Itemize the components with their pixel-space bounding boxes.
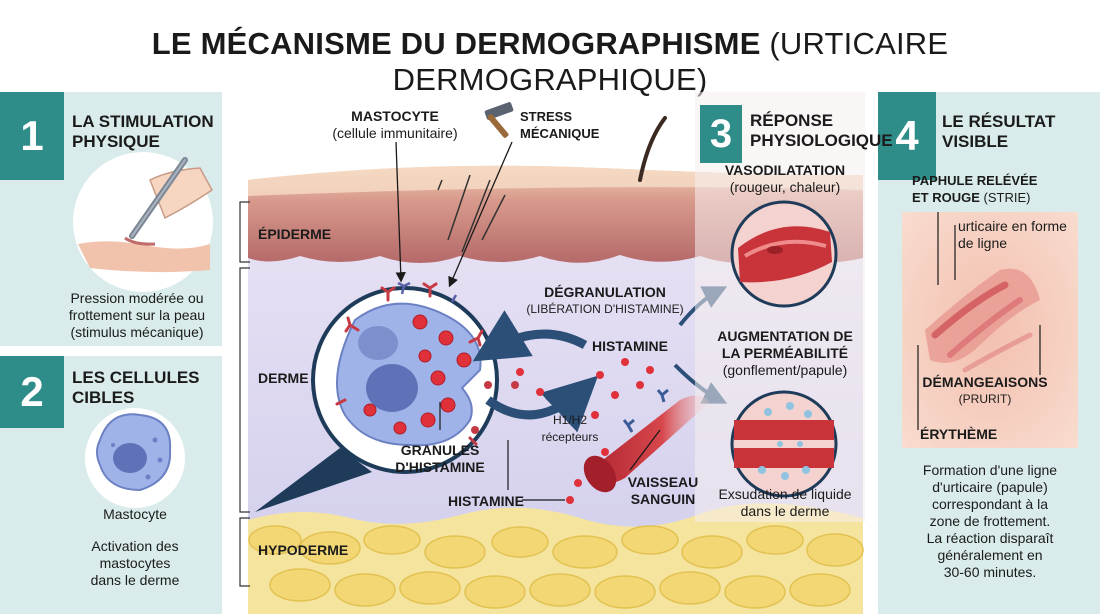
linear-urticaria-label: urticaire en forme de ligne xyxy=(958,218,1067,252)
mastocyte-label: MASTOCYTE (cellule immunitaire) xyxy=(320,108,470,142)
permeability-circle xyxy=(730,390,838,498)
receptors-line2: récepteurs xyxy=(541,430,599,444)
receptors-line1: H1/H2 xyxy=(552,413,587,427)
step3-title-line2: PHYSIOLOGIQUE xyxy=(750,131,893,150)
permeability-line1: AUGMENTATION DE xyxy=(717,328,853,344)
step2-desc-line1: Activation des xyxy=(91,538,179,554)
urticaria-line2: de ligne xyxy=(958,235,1008,251)
step1-desc-line3: (stimulus mécanique) xyxy=(70,324,204,340)
layer-label-dermis: DERME xyxy=(258,370,309,386)
layer-brackets xyxy=(239,201,250,587)
vasodilation-sub: (rougeur, chaleur) xyxy=(729,179,841,195)
blood-vessel-label: VAISSEAU SANGUIN xyxy=(618,474,708,508)
step3-title: RÉPONSE PHYSIOLOGIQUE xyxy=(750,111,893,151)
title-main: LE MÉCANISME DU DERMOGRAPHISME xyxy=(151,26,761,61)
step1-desc-line2: frottement sur la peau xyxy=(68,307,206,323)
mastocyte-zoom xyxy=(255,281,519,512)
step1-title: LA STIMULATION PHYSIQUE xyxy=(72,112,214,152)
step3-title-line1: RÉPONSE xyxy=(750,111,834,130)
erythema-label: ÉRYTHÈME xyxy=(920,426,998,442)
layer-label-hypodermis: HYPODERME xyxy=(258,542,349,558)
step4-desc-line3: correspondant à la xyxy=(932,496,1048,512)
granules-line1: GRANULES xyxy=(400,442,480,458)
papule-label: PAPHULE RELÉVÉE ET ROUGE (STRIE) xyxy=(912,172,1037,206)
vasodilation-circle xyxy=(730,200,838,308)
skin-result-illustration xyxy=(902,212,1078,448)
stress-label-line2: MÉCANIQUE xyxy=(520,126,600,141)
urticaria-line1: urticaire en forme xyxy=(958,218,1067,234)
granules-line2: D'HISTAMINE xyxy=(395,459,485,475)
step4-description: Formation d'une ligne d'urticaire (papul… xyxy=(900,462,1080,581)
step2-title-line1: LES CELLULES xyxy=(72,368,200,387)
step2-title-line2: CIBLES xyxy=(72,388,135,407)
permeability-sub: (gonflement/papule) xyxy=(722,362,848,378)
mastocyte-label-sub: (cellule immunitaire) xyxy=(332,125,458,141)
mastocyte-cell-label: Mastocyte xyxy=(103,506,167,522)
step4-title: LE RÉSULTAT VISIBLE xyxy=(942,112,1055,152)
exudation-label: Exsudation de liquide dans le derme xyxy=(700,486,870,520)
step4-number: 4 xyxy=(878,92,936,180)
vessel-line2: SANGUIN xyxy=(630,491,696,507)
exudation-line2: dans le derme xyxy=(740,503,830,519)
step3-number-bg xyxy=(700,105,742,163)
step2-description: Activation des mastocytes dans le derme xyxy=(55,538,215,589)
receptors-label: H1/H2 récepteurs xyxy=(540,412,600,446)
mastocyte-cell-icon xyxy=(85,408,185,508)
step4-title-line1: LE RÉSULTAT xyxy=(942,112,1056,131)
papule-line1: PAPHULE RELÉVÉE xyxy=(912,173,1038,188)
hammer-icon xyxy=(484,102,514,138)
vessel-line1: VAISSEAU xyxy=(627,474,699,490)
permeability-label: AUGMENTATION DE LA PERMÉABILITÉ (gonflem… xyxy=(700,328,870,379)
stress-label-line1: STRESS xyxy=(520,109,573,124)
itching-sub: (PRURIT) xyxy=(958,392,1012,406)
step2-title: LES CELLULES CIBLES xyxy=(72,368,200,408)
layer-label-epidermis: ÉPIDERME xyxy=(258,226,332,242)
papule-paren: (STRIE) xyxy=(983,190,1031,205)
step4-desc-line6: généralement en xyxy=(937,547,1043,563)
finger-stylus-illustration xyxy=(73,152,213,292)
step4-desc-line5: La réaction disparaît xyxy=(926,530,1054,546)
step2-desc-line3: dans le derme xyxy=(90,572,180,588)
step4-desc-line1: Formation d'une ligne xyxy=(922,462,1058,478)
granules-label: GRANULES D'HISTAMINE xyxy=(380,442,500,476)
step4-desc-line4: zone de frottement. xyxy=(929,513,1051,529)
papule-line2: ET ROUGE xyxy=(912,190,980,205)
page-title: LE MÉCANISME DU DERMOGRAPHISME (URTICAIR… xyxy=(0,26,1100,98)
step3-number: 3 xyxy=(709,112,733,156)
step1-description: Pression modérée ou frottement sur la pe… xyxy=(52,290,222,341)
blood-vessel xyxy=(439,388,710,504)
step4-desc-line7: 30-60 minutes. xyxy=(943,564,1037,580)
mastocyte-label-title: MASTOCYTE xyxy=(351,108,439,124)
permeability-line2: LA PERMÉABILITÉ xyxy=(721,345,849,361)
mechanical-stress-label: STRESS MÉCANIQUE xyxy=(520,108,599,142)
step4-title-line2: VISIBLE xyxy=(942,132,1009,151)
exudation-line1: Exsudation de liquide xyxy=(718,486,852,502)
degranulation-title: DÉGRANULATION xyxy=(544,284,666,300)
step1-title-line1: LA STIMULATION xyxy=(72,112,214,131)
vasodilation-title: VASODILATATION xyxy=(724,162,846,178)
step1-title-line2: PHYSIQUE xyxy=(72,132,160,151)
itching-label: DÉMANGEAISONS (PRURIT) xyxy=(915,374,1055,408)
step4-desc-line2: d'urticaire (papule) xyxy=(932,479,1048,495)
step1-desc-line1: Pression modérée ou xyxy=(70,290,204,306)
histamine-label-top: HISTAMINE xyxy=(592,338,668,354)
histamine-label-bottom: HISTAMINE xyxy=(448,493,524,509)
itching-title: DÉMANGEAISONS xyxy=(922,374,1048,390)
step2-desc-line2: mastocytes xyxy=(99,555,171,571)
step1-number: 1 xyxy=(0,92,64,180)
degranulation-sub: (LIBÉRATION D'HISTAMINE) xyxy=(526,302,684,316)
vasodilation-label: VASODILATATION (rougeur, chaleur) xyxy=(705,162,865,196)
degranulation-label: DÉGRANULATION (LIBÉRATION D'HISTAMINE) xyxy=(520,284,690,318)
step2-number: 2 xyxy=(0,356,64,428)
title-sub: (URTICAIRE DERMOGRAPHIQUE) xyxy=(392,26,949,97)
stress-rays xyxy=(437,174,506,253)
